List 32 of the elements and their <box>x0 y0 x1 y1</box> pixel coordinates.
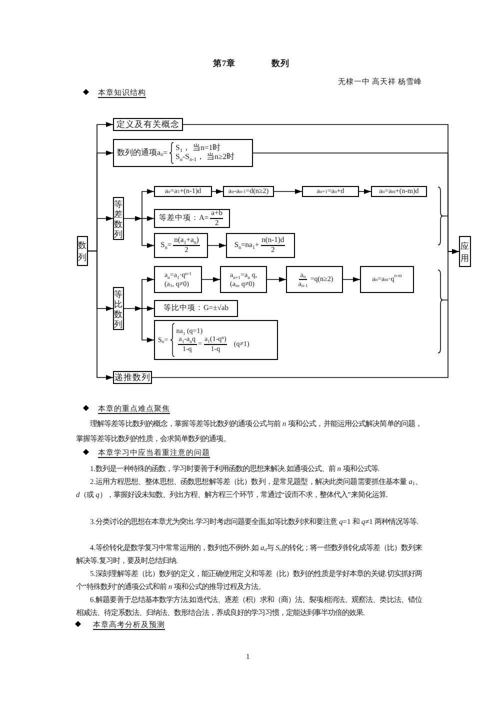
arrow <box>142 306 154 311</box>
chapter-title: 第7章 数列 <box>213 57 290 69</box>
arrow <box>142 216 154 221</box>
formula-box <box>226 233 295 258</box>
arrow <box>266 277 286 282</box>
arrow <box>358 189 372 194</box>
formula-box <box>286 266 343 293</box>
topic-box: 应用 <box>459 236 471 267</box>
topic-box: 递推数列 <box>113 371 152 384</box>
arrow <box>152 249 460 378</box>
arrow <box>142 277 154 309</box>
arrow <box>142 218 154 248</box>
arrow <box>212 189 224 194</box>
topic-box: 等比数列 <box>113 287 124 330</box>
topic-box: 数列 <box>77 236 88 266</box>
arrow <box>342 277 360 282</box>
arrow <box>142 189 154 219</box>
arrow <box>124 216 142 221</box>
formula-box <box>154 320 278 360</box>
formula-box <box>220 266 267 293</box>
topic-box: 定义及有关概念 <box>113 118 183 131</box>
arrow <box>124 306 142 311</box>
arrow <box>202 277 220 282</box>
formula-box <box>113 139 253 167</box>
arrow <box>88 250 114 380</box>
arrow <box>208 243 226 248</box>
formula-box <box>154 233 208 258</box>
arrow <box>274 189 302 194</box>
formula-box <box>154 266 202 293</box>
topic-box: 等差数列 <box>113 197 124 240</box>
formula-box <box>154 209 230 228</box>
arrow <box>142 308 154 342</box>
